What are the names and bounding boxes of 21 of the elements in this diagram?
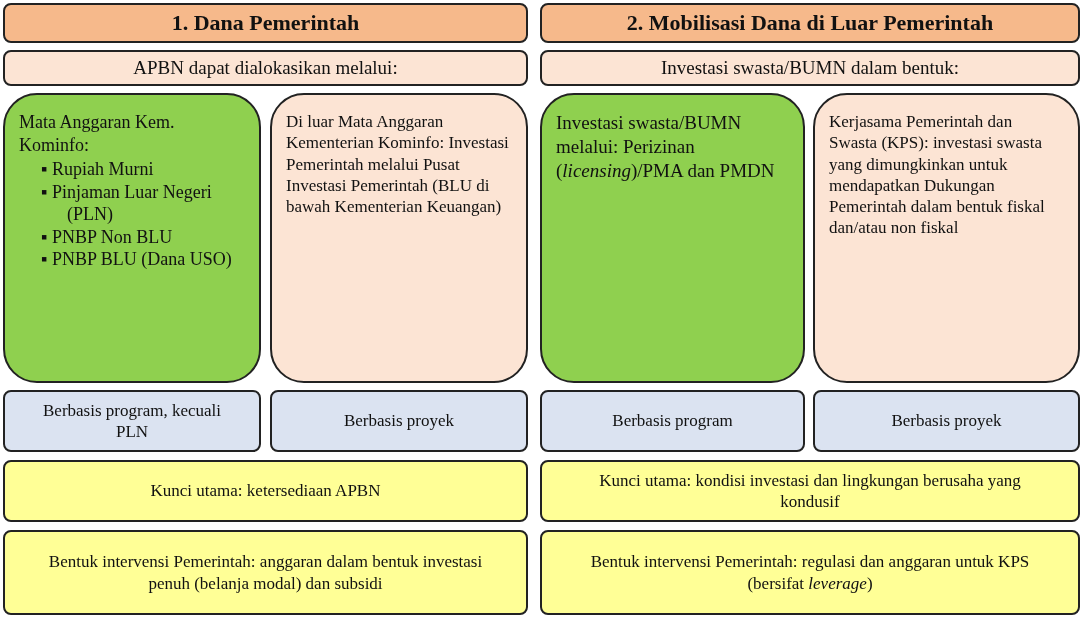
header-box: 2. Mobilisasi Dana di Luar Pemerintah bbox=[540, 3, 1080, 43]
subheader-box: Investasi swasta/BUMN dalam bentuk: bbox=[540, 50, 1080, 86]
rounded-card: Kerjasama Pemerintah dan Swasta (KPS): investasi swasta yang dimungkinkan untuk mendapatkan Dukungan Pemerintah dalam bentuk fiskal dan/atau non fiskal bbox=[813, 93, 1080, 383]
bullet-item: ▪ PNBP Non BLU bbox=[41, 225, 174, 248]
rounded-card bbox=[3, 93, 261, 383]
category-box: Berbasis proyek bbox=[270, 390, 528, 452]
category-box: Berbasis program bbox=[540, 390, 805, 452]
rounded-card: Di luar Mata Anggaran Kementerian Kominfo: Investasi Pemerintah melalui Pusat Investasi Pemerintah (BLU di bawah Kementerian Keuangan) bbox=[270, 93, 528, 383]
bullet-item: ▪ PNBP BLU (Dana USO) bbox=[41, 248, 233, 271]
category-box: Berbasis proyek bbox=[813, 390, 1080, 452]
intervention-box: Bentuk intervensi Pemerintah: anggaran dalam bentuk investasi penuh (belanja modal) dan subsidi bbox=[3, 530, 528, 615]
bullet-item: ▪ Rupiah Murni bbox=[41, 158, 155, 181]
subheader-box: APBN dapat dialokasikan melalui: bbox=[3, 50, 528, 86]
card-heading: Mata Anggaran Kem. Kominfo: bbox=[19, 111, 176, 156]
category-box: Berbasis program, kecuali PLN bbox=[3, 390, 261, 452]
intervention-box: Bentuk intervensi Pemerintah: regulasi dan anggaran untuk KPS (bersifat leverage) bbox=[540, 530, 1080, 615]
bullet-item: ▪ Pinjaman Luar Negeri (PLN) bbox=[41, 180, 213, 226]
key-box: Kunci utama: kondisi investasi dan lingkungan berusaha yang kondusif bbox=[540, 460, 1080, 522]
rounded-card: Investasi swasta/BUMN melalui: Perizinan (licensing)/PMA dan PMDN bbox=[540, 93, 805, 383]
header-box: 1. Dana Pemerintah bbox=[3, 3, 528, 43]
key-box: Kunci utama: ketersediaan APBN bbox=[3, 460, 528, 522]
